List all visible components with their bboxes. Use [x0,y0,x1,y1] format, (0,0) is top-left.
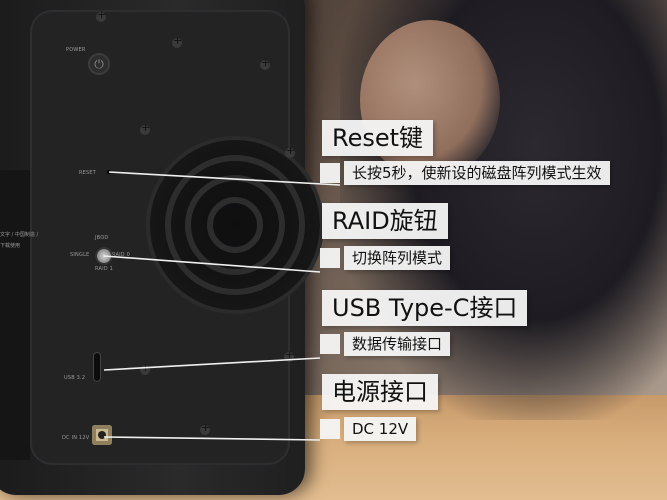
single-label: SINGLE [70,252,90,258]
side-panel-text: 文字 / 中国制造 / 下载使用 [0,232,39,249]
raid-bullet [320,248,340,268]
usb-title: USB Type-C接口 [322,290,528,326]
screw-icon [260,56,270,70]
screw-icon [172,34,182,48]
fan-ring-middle [185,175,285,275]
dc-subtitle: DC 12V [344,417,417,441]
usb-label: USB 3.2 [64,375,86,381]
dc-power-port[interactable] [92,425,112,445]
jbod-label: JBOD [95,235,109,241]
usb-c-port[interactable] [93,352,101,382]
fan-ring-outer [165,155,305,295]
raid0-label: RAID 0 [112,252,130,258]
screw-icon [284,348,294,362]
fan-ring-inner [207,197,263,253]
raid-subtitle: 切换阵列模式 [344,246,451,270]
screw-icon [140,121,150,135]
power-label: POWER [66,47,86,53]
reset-bullet [320,163,340,183]
reset-subtitle: 长按5秒，使新设的磁盘阵列模式生效 [344,161,610,185]
raid1-label: RAID 1 [95,266,113,272]
usb-subtitle: 数据传输接口 [344,332,451,356]
reset-label: RESET [79,170,97,176]
screw-icon [96,8,106,22]
screw-icon [285,144,295,158]
usb-pointer-line [103,357,321,371]
dc-bullet [320,419,340,439]
dc-label: DC IN 12V [62,435,90,441]
dc-title: 电源接口 [322,374,438,410]
power-button[interactable]: ⏻ [88,53,110,75]
screw-icon [200,421,210,435]
raid-title: RAID旋钮 [322,203,448,239]
dc-pointer-line [103,436,321,441]
side-panel [0,170,30,460]
raid-pointer-line [103,255,321,273]
reset-pointer-line [108,171,341,186]
usb-bullet [320,334,340,354]
reset-title: Reset键 [322,120,434,156]
